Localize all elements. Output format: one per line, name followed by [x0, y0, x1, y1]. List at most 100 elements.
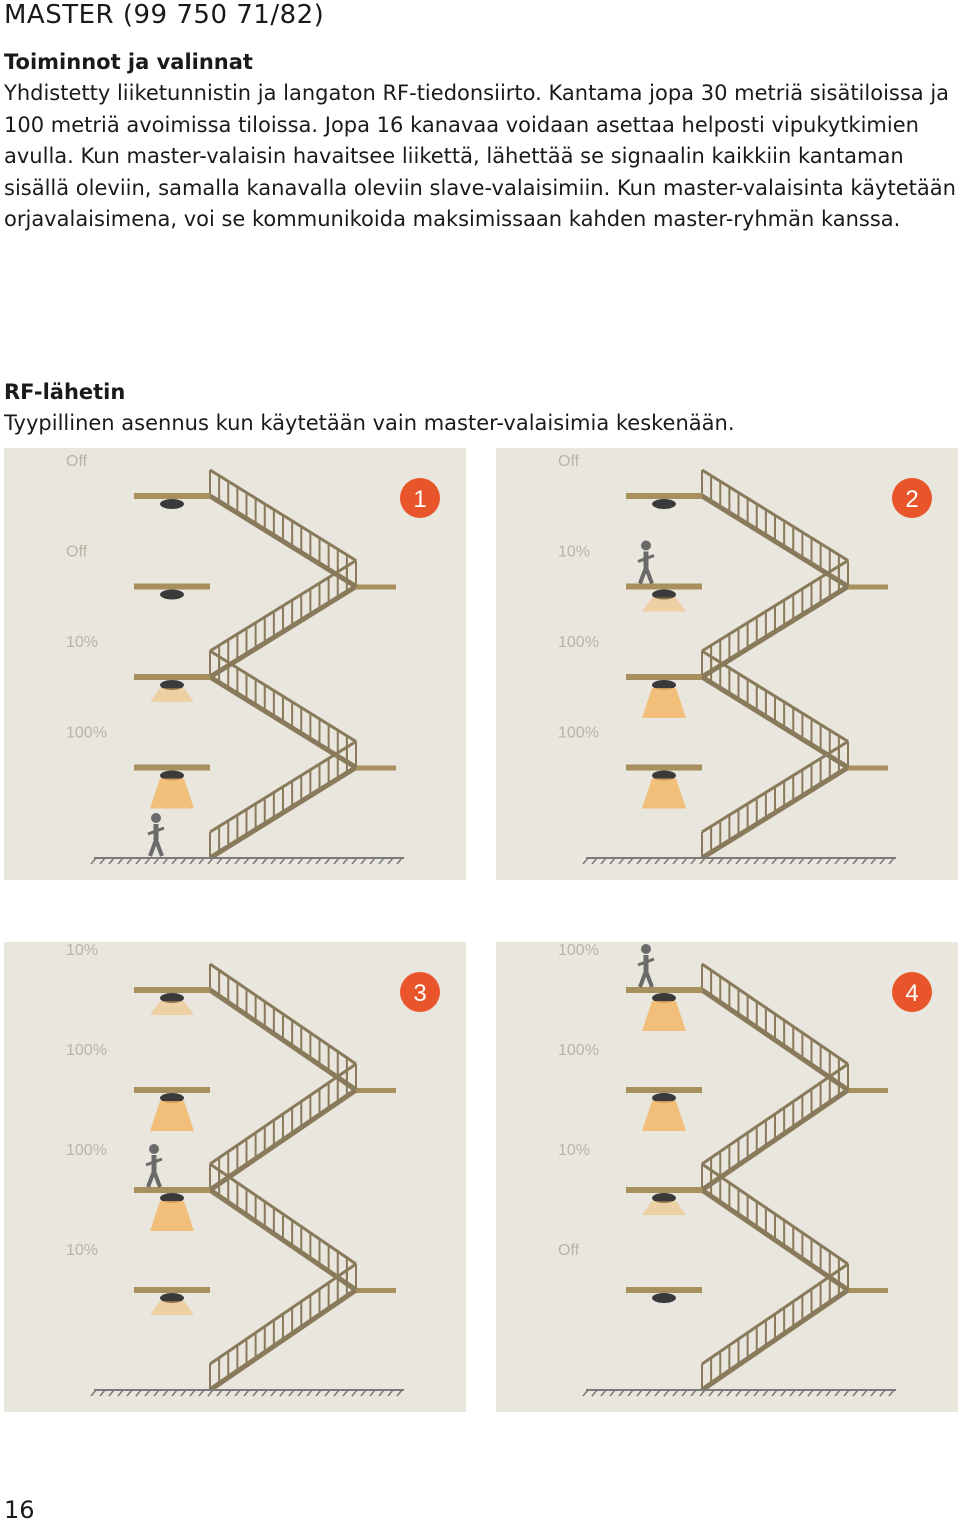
page-number: 16 — [4, 1496, 35, 1524]
light-glow — [642, 597, 686, 612]
step-badge: 3 — [400, 972, 440, 1012]
floor-landing: 10% — [558, 1142, 702, 1215]
ceiling-lamp-icon — [160, 993, 184, 1003]
light-glow — [150, 1201, 194, 1231]
light-level-label: 10% — [66, 942, 98, 959]
light-level-label: Off — [558, 1242, 580, 1259]
step-badge-number: 4 — [905, 980, 918, 1007]
stair-flight — [208, 1262, 396, 1393]
floor-landing: 10% — [66, 634, 210, 702]
stair-flight — [208, 740, 396, 861]
stairwell-diagram-3: 10% 100% 100% 10% 3 — [4, 942, 466, 1412]
light-level-label: 10% — [66, 1242, 98, 1259]
light-level-label: 100% — [66, 1142, 107, 1159]
light-level-label: 10% — [558, 1142, 590, 1159]
stair-flight — [700, 559, 888, 680]
ceiling-lamp-icon — [652, 1193, 676, 1203]
stair-flight — [170, 1162, 358, 1293]
floor-landing: 100% — [558, 942, 702, 1031]
ground-line — [582, 857, 896, 865]
light-glow — [642, 688, 686, 718]
light-level-label: 100% — [558, 1042, 599, 1059]
floor-landing: 10% — [66, 1242, 210, 1315]
light-level-label: Off — [558, 453, 580, 470]
light-level-label: 10% — [558, 544, 590, 561]
light-glow — [150, 778, 194, 809]
person-icon — [147, 813, 165, 857]
ground-line — [582, 1389, 896, 1397]
stair-flight — [700, 1062, 888, 1193]
light-level-label: 100% — [66, 725, 107, 742]
floor-landing: Off — [558, 453, 702, 509]
ceiling-lamp-icon — [160, 1093, 184, 1103]
floor-landing: 10% — [66, 942, 210, 1015]
floor-landing: 10% — [558, 544, 702, 612]
light-level-label: Off — [66, 544, 88, 561]
ceiling-lamp-icon — [652, 1093, 676, 1103]
stair-flight — [208, 559, 396, 680]
ceiling-lamp-icon — [652, 770, 676, 781]
light-level-label: 100% — [558, 634, 599, 651]
floor-landing: 100% — [558, 634, 702, 718]
ceiling-lamp-icon — [652, 1293, 676, 1303]
stair-flight — [662, 1162, 850, 1293]
stairwell-svg: 10% 100% 100% 10% 3 — [66, 942, 440, 1397]
ceiling-lamp-icon — [652, 680, 676, 690]
stair-flight — [170, 649, 358, 770]
section-body-functions: Yhdistetty liiketunnistin ja langaton RF… — [4, 81, 956, 231]
stair-flight — [170, 468, 358, 589]
step-badge: 1 — [400, 478, 440, 518]
ceiling-lamp-icon — [160, 499, 184, 509]
stair-flight — [700, 740, 888, 861]
ceiling-lamp-icon — [160, 589, 184, 600]
stair-flight — [700, 1262, 888, 1393]
floor-landing: Off — [66, 453, 210, 509]
stair-flight — [208, 1062, 396, 1193]
light-level-label: 100% — [66, 1042, 107, 1059]
light-glow — [642, 1201, 686, 1215]
light-level-label: 100% — [558, 725, 599, 742]
person-icon — [637, 944, 655, 988]
light-glow — [642, 1101, 686, 1131]
section-body-rf: Tyypillinen asennus kun käytetään vain m… — [4, 411, 735, 435]
light-level-label: Off — [66, 453, 88, 470]
stairwell-svg: 100% 100% 10% Off 2 — [558, 453, 932, 865]
stairwell-diagram-4: Off 10% 100% 100% 4 — [496, 942, 958, 1412]
light-level-label: 100% — [558, 942, 599, 959]
ceiling-lamp-icon — [160, 1293, 184, 1303]
stair-flight — [662, 649, 850, 770]
light-glow — [150, 1101, 194, 1131]
floor-landing: 100% — [66, 725, 210, 809]
light-level-label: 10% — [66, 634, 98, 651]
ceiling-lamp-icon — [160, 770, 184, 781]
light-glow — [150, 1001, 194, 1015]
person-icon — [145, 1144, 163, 1188]
floor-landing: 100% — [558, 1042, 702, 1131]
page-title: MASTER (99 750 71/82) — [4, 0, 325, 30]
person-icon — [637, 540, 655, 585]
stairwell-svg: Off 10% 100% 100% 4 — [558, 942, 932, 1397]
floor-landing: Off — [558, 1242, 702, 1303]
light-glow — [150, 688, 194, 702]
section-heading-functions: Toiminnot ja valinnat — [4, 50, 253, 74]
step-badge: 2 — [892, 478, 932, 518]
step-badge-number: 2 — [905, 486, 918, 513]
floor-landing: 100% — [558, 725, 702, 809]
floor-landing: 100% — [66, 1142, 210, 1231]
ceiling-lamp-icon — [160, 1193, 184, 1203]
section-heading-rf: RF-lähetin — [4, 380, 126, 404]
ground-line — [90, 857, 404, 865]
light-glow — [150, 1301, 194, 1315]
ground-line — [90, 1389, 404, 1397]
floor-landing: Off — [66, 544, 210, 600]
stairwell-diagram-2: 100% 100% 10% Off 2 — [496, 448, 958, 880]
step-badge-number: 3 — [413, 980, 426, 1007]
step-badge: 4 — [892, 972, 932, 1012]
ceiling-lamp-icon — [652, 589, 676, 600]
ceiling-lamp-icon — [652, 993, 676, 1003]
light-glow — [642, 1001, 686, 1031]
stair-flight — [170, 962, 358, 1093]
light-glow — [642, 778, 686, 809]
